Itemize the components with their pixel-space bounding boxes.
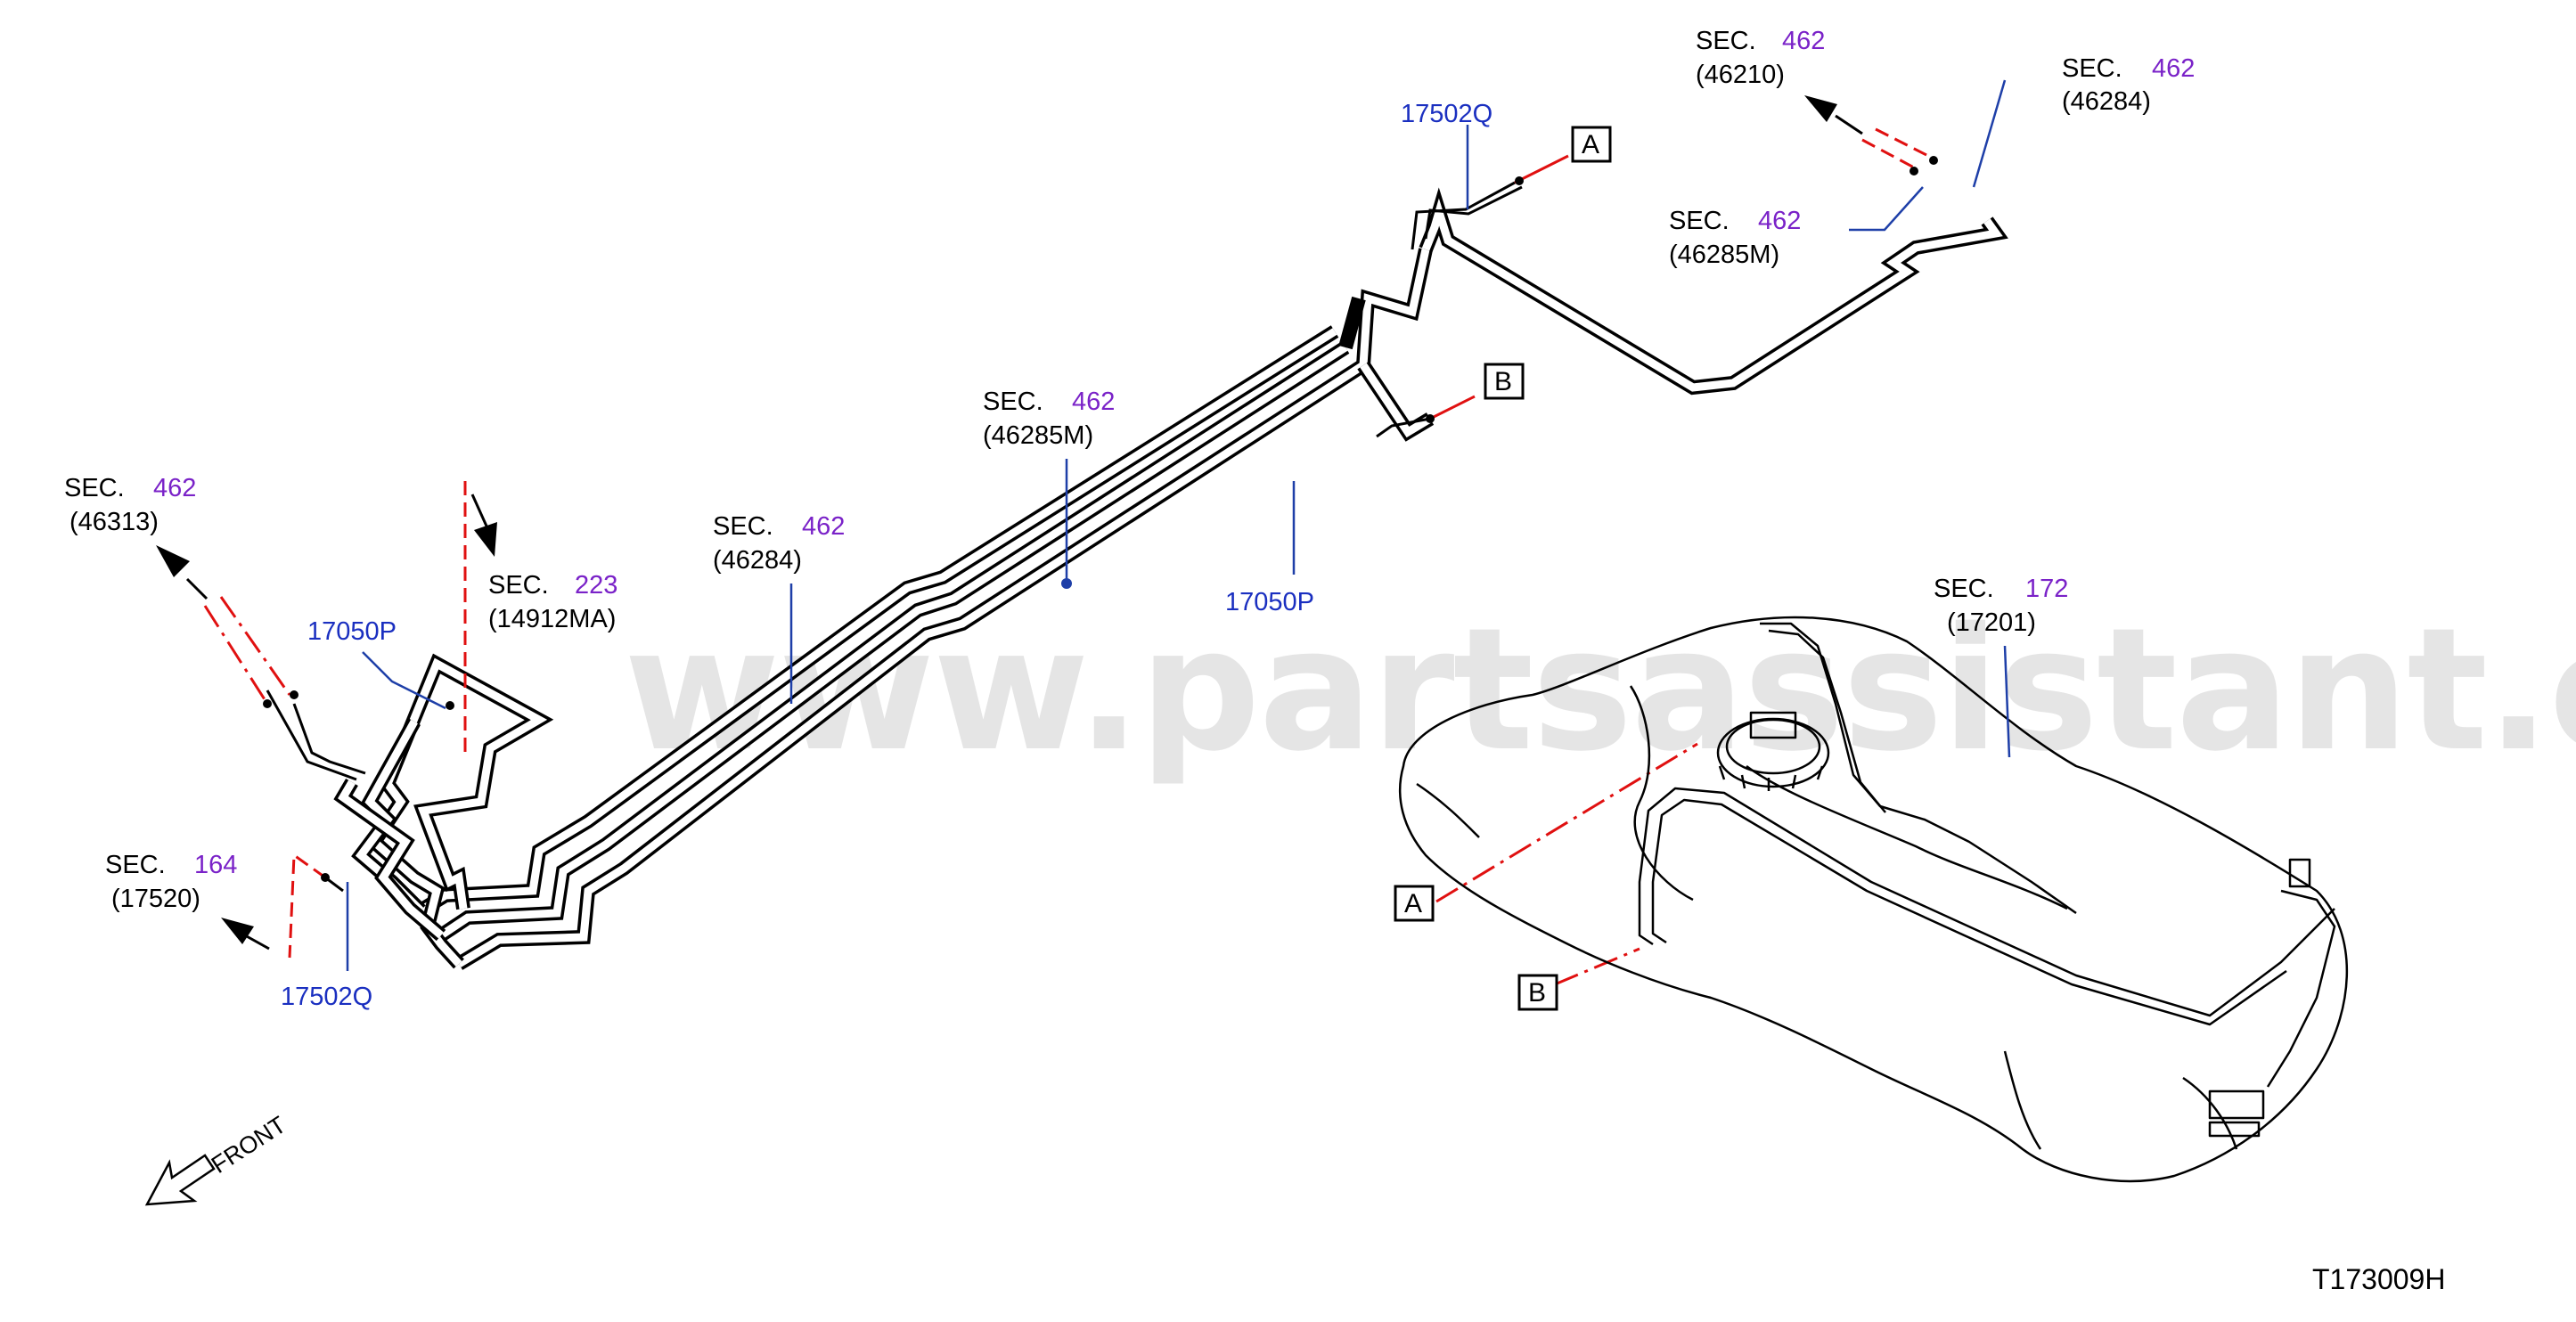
svg-text:SEC.: SEC. <box>488 571 549 600</box>
svg-text:462: 462 <box>1782 27 1825 55</box>
fuel-pipe-bundle <box>416 181 2008 970</box>
svg-text:SEC.: SEC. <box>1934 575 1994 603</box>
front-label: FRONT <box>207 1111 290 1179</box>
reference-box-b-tank: B <box>1517 974 1558 1011</box>
callout-sec462-46284-top: SEC. 462 (46284) <box>2062 54 2195 116</box>
fuel-tank <box>1398 616 2348 1183</box>
svg-text:(46284): (46284) <box>2062 87 2151 116</box>
svg-text:(46285M): (46285M) <box>983 421 1093 450</box>
svg-text:(17201): (17201) <box>1947 608 2036 637</box>
box-label: A <box>1582 130 1599 159</box>
arrow-icon <box>1804 95 1837 122</box>
part-17050p-mid: 17050P <box>1225 588 1314 616</box>
svg-text:SEC.: SEC. <box>64 474 125 502</box>
svg-text:462: 462 <box>1758 207 1801 235</box>
svg-text:SEC.: SEC. <box>983 388 1043 416</box>
svg-text:164: 164 <box>194 851 237 879</box>
callout-sec462-46285m-mid: SEC. 462 (46285M) <box>983 388 1115 450</box>
front-indicator: FRONT <box>144 1111 290 1206</box>
svg-text:SEC.: SEC. <box>1696 27 1756 55</box>
svg-text:SEC.: SEC. <box>105 851 166 879</box>
box-label: B <box>1494 367 1512 396</box>
svg-text:223: 223 <box>575 571 617 600</box>
svg-text:(46285M): (46285M) <box>1669 241 1779 269</box>
svg-text:SEC.: SEC. <box>713 512 773 541</box>
callout-sec172-17201: SEC. 172 (17201) <box>1934 575 2068 637</box>
arrow-icon <box>221 918 254 944</box>
watermark: www.partsassistant.com <box>624 592 2576 788</box>
arrow-icon <box>156 545 190 577</box>
leader-lines <box>346 79 2011 971</box>
callout-sec223-14912ma: SEC. 223 (14912MA) <box>488 571 617 633</box>
callout-sec164-17520: SEC. 164 (17520) <box>105 851 237 913</box>
front-arrow-icon <box>144 1154 216 1206</box>
part-17050p-left: 17050P <box>307 617 397 646</box>
callout-sec462-46210: SEC. 462 (46210) <box>1696 27 1825 89</box>
box-label: B <box>1528 978 1546 1008</box>
svg-text:(46210): (46210) <box>1696 61 1785 89</box>
callout-sec462-46313: SEC. 462 (46313) <box>64 474 196 536</box>
svg-text:462: 462 <box>2152 54 2195 83</box>
reference-box-a-tank: A <box>1394 885 1435 922</box>
reference-box-b-top: B <box>1484 363 1525 400</box>
box-label: A <box>1404 889 1422 918</box>
part-17502q-bottom: 17502Q <box>281 983 372 1011</box>
svg-text:(17520): (17520) <box>111 885 200 913</box>
svg-text:(14912MA): (14912MA) <box>488 605 616 633</box>
svg-text:172: 172 <box>2025 575 2068 603</box>
svg-text:462: 462 <box>802 512 845 541</box>
callout-sec462-46284-mid: SEC. 462 (46284) <box>713 512 845 575</box>
callout-sec462-46285m-top: SEC. 462 (46285M) <box>1669 207 1801 269</box>
arrow-icon <box>474 522 497 557</box>
diagram-code: T173009H <box>2312 1263 2445 1295</box>
svg-text:SEC.: SEC. <box>1669 207 1730 235</box>
connection-lines <box>203 127 1938 986</box>
left-pipe-end <box>266 653 554 969</box>
part-17502q-top: 17502Q <box>1401 100 1492 128</box>
direction-arrows <box>156 95 1863 951</box>
svg-text:SEC.: SEC. <box>2062 54 2122 83</box>
reference-box-a-top: A <box>1571 126 1612 163</box>
svg-text:(46313): (46313) <box>70 508 159 536</box>
svg-text:462: 462 <box>1072 388 1115 416</box>
svg-text:(46284): (46284) <box>713 546 802 575</box>
svg-text:462: 462 <box>153 474 196 502</box>
